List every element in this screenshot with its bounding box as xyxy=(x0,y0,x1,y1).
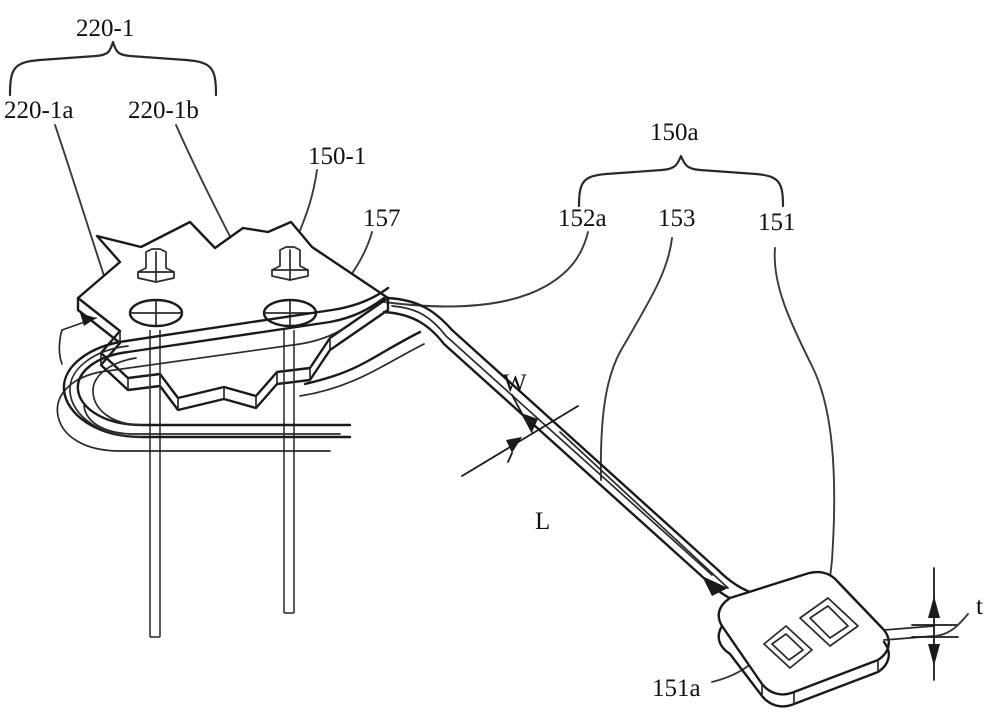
label-220-1a: 220-1a xyxy=(4,97,73,124)
label-150-1: 150-1 xyxy=(308,143,366,170)
post-head-left xyxy=(137,248,175,283)
mounting-plate-150-1 xyxy=(76,220,390,412)
label-dimension-W: W xyxy=(503,370,527,397)
dimension-thickness-t xyxy=(911,567,969,681)
label-150a: 150a xyxy=(650,119,699,146)
bracket-150a xyxy=(577,154,785,208)
fastener-hole-220-1a xyxy=(128,298,184,328)
label-220-1: 220-1 xyxy=(76,15,134,42)
terminal-pad-151a xyxy=(717,570,935,708)
bracket-220-1 xyxy=(8,40,218,97)
label-152a: 152a xyxy=(558,205,607,232)
label-151a: 151a xyxy=(652,675,701,702)
flexible-conductor-150a xyxy=(56,286,758,606)
label-dimension-t: t xyxy=(976,593,983,620)
dimension-width-W xyxy=(461,394,579,477)
support-posts xyxy=(149,330,295,638)
post-head-right xyxy=(271,246,309,281)
label-151: 151 xyxy=(758,209,796,236)
label-157: 157 xyxy=(363,205,401,232)
label-153: 153 xyxy=(658,205,696,232)
label-220-1b: 220-1b xyxy=(128,97,199,124)
label-dimension-L: L xyxy=(535,508,550,535)
